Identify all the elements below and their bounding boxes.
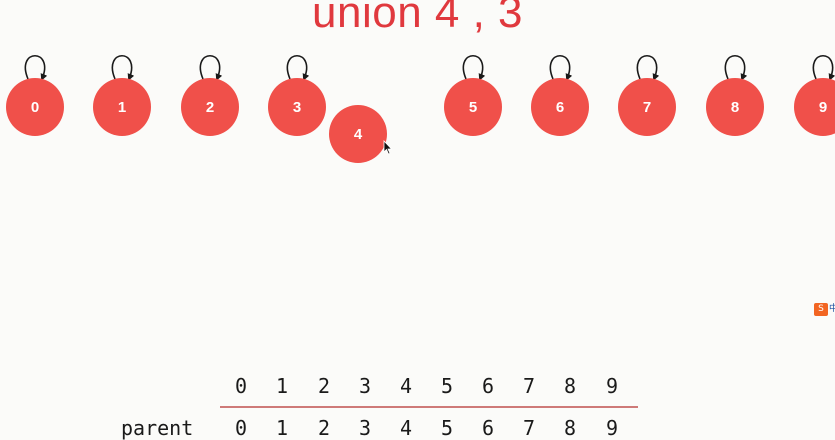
nodes-layer: 0 1 2 3 4 5 6 7 8 9 [6, 55, 835, 163]
node-circle-7 [618, 78, 676, 136]
self-loop-arrow-5 [462, 55, 486, 81]
parent-cell-3: 3 [359, 416, 371, 440]
node-label-8: 8 [731, 99, 739, 116]
node-label-9: 9 [819, 99, 827, 116]
node-label-6: 6 [556, 99, 564, 116]
parent-cell-8: 8 [564, 416, 576, 440]
self-loop-arrow-6 [549, 55, 573, 81]
self-loop-arrow-3 [286, 55, 310, 81]
node-2: 2 [181, 55, 239, 136]
index-cell-6: 6 [482, 374, 494, 398]
extension-badge-icon[interactable]: S [814, 303, 828, 316]
index-cell-4: 4 [400, 374, 412, 398]
table-row-label: parent [121, 416, 193, 440]
node-circle-0 [6, 78, 64, 136]
self-loop-arrow-0 [24, 55, 48, 81]
index-cell-3: 3 [359, 374, 371, 398]
parent-table: parent 0 1 2 3 4 5 6 7 8 9 0 1 2 3 4 5 6 7 8 9 [121, 374, 638, 440]
index-cell-2: 2 [318, 374, 330, 398]
node-circle-3 [268, 78, 326, 136]
node-label-3: 3 [293, 99, 301, 116]
parent-cell-4: 4 [400, 416, 412, 440]
node-circle-9 [794, 78, 835, 136]
node-1: 1 [93, 55, 151, 136]
node-circle-4 [329, 105, 387, 163]
node-circle-8 [706, 78, 764, 136]
index-cell-0: 0 [235, 374, 247, 398]
index-cell-1: 1 [276, 374, 288, 398]
extension-badge-label: 中 [829, 304, 835, 314]
index-cell-9: 9 [606, 374, 618, 398]
node-circle-6 [531, 78, 589, 136]
parent-cell-7: 7 [523, 416, 535, 440]
node-3: 3 [268, 55, 326, 136]
node-circle-1 [93, 78, 151, 136]
node-label-5: 5 [469, 99, 477, 116]
node-7: 7 [618, 55, 676, 136]
node-label-1: 1 [118, 99, 126, 116]
node-5: 5 [444, 55, 502, 136]
index-cell-8: 8 [564, 374, 576, 398]
parent-cell-2: 2 [318, 416, 330, 440]
node-circle-5 [444, 78, 502, 136]
self-loop-arrow-7 [636, 55, 660, 81]
node-label-0: 0 [31, 99, 39, 116]
node-6: 6 [531, 55, 589, 136]
node-4: 4 [329, 105, 387, 163]
node-label-4: 4 [354, 126, 363, 143]
node-circle-2 [181, 78, 239, 136]
page-title: union 4 , 3 [312, 0, 523, 37]
self-loop-arrow-2 [199, 55, 223, 81]
parent-cell-0: 0 [235, 416, 247, 440]
node-8: 8 [706, 55, 764, 136]
node-label-2: 2 [206, 99, 214, 116]
index-cell-7: 7 [523, 374, 535, 398]
parent-cell-1: 1 [276, 416, 288, 440]
parent-cell-5: 5 [441, 416, 453, 440]
node-label-7: 7 [643, 99, 651, 116]
self-loop-arrow-1 [111, 55, 135, 81]
parent-cell-9: 9 [606, 416, 618, 440]
index-cell-5: 5 [441, 374, 453, 398]
parent-cell-6: 6 [482, 416, 494, 440]
node-9: 9 [794, 55, 835, 136]
self-loop-arrow-9 [812, 55, 835, 81]
self-loop-arrow-8 [724, 55, 748, 81]
node-0: 0 [6, 55, 64, 136]
mouse-cursor-icon [383, 139, 393, 155]
